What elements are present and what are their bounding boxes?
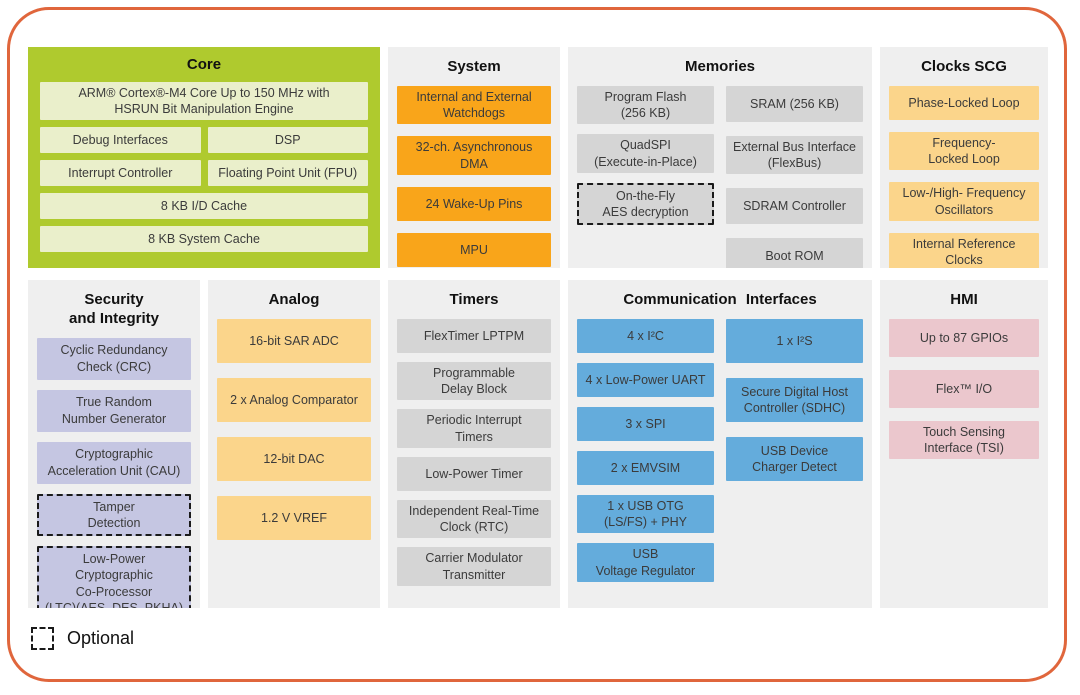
block-ltc-coprocessor: Low-Power Cryptographic Co-Processor (LT… <box>37 546 191 608</box>
block-sdram-controller: SDRAM Controller <box>726 188 863 225</box>
block-spi: 3 x SPI <box>577 406 714 441</box>
diagram-outer-border <box>7 7 1067 682</box>
security-stack: Cyclic Redundancy Check (CRC) True Rando… <box>37 337 191 608</box>
core-grid: Debug Interfaces DSP Interrupt Controlle… <box>40 127 368 187</box>
block-flextimer-lptpm: FlexTimer LPTPM <box>397 318 551 353</box>
block-mpu: MPU <box>397 232 551 267</box>
hmi-stack: Up to 87 GPIOs Flex™ I/O Touch Sensing I… <box>889 318 1039 460</box>
section-timers-title: Timers <box>449 291 499 308</box>
block-system-cache: 8 KB System Cache <box>40 226 368 253</box>
block-vref: 1.2 V VREF <box>217 495 371 540</box>
clocks-stack: Phase-Locked Loop Frequency- Locked Loop… <box>889 85 1039 268</box>
optional-dashed-box-icon <box>31 627 54 650</box>
section-timers: Timers FlexTimer LPTPM Programmable Dela… <box>388 280 560 608</box>
block-gpios: Up to 87 GPIOs <box>889 318 1039 357</box>
block-sdhc: Secure Digital Host Controller (SDHC) <box>726 377 863 422</box>
block-usb-device-charger-detect: USB Device Charger Detect <box>726 436 863 481</box>
memories-columns: Program Flash (256 KB) QuadSPI (Execute-… <box>577 85 863 268</box>
section-hmi: HMI Up to 87 GPIOs Flex™ I/O Touch Sensi… <box>880 280 1048 608</box>
block-tamper-detection: Tamper Detection <box>37 493 191 536</box>
block-emvsim: 2 x EMVSIM <box>577 450 714 485</box>
section-analog-title: Analog <box>268 291 320 308</box>
block-interrupt-controller: Interrupt Controller <box>40 160 201 187</box>
block-external-bus-interface: External Bus Interface (FlexBus) <box>726 135 863 175</box>
section-analog: Analog 16-bit SAR ADC 2 x Analog Compara… <box>208 280 380 608</box>
comm-right-stack: 1 x I²S Secure Digital Host Controller (… <box>726 318 863 598</box>
block-id-cache: 8 KB I/D Cache <box>40 193 368 220</box>
block-dac: 12-bit DAC <box>217 436 371 481</box>
block-sram: SRAM (256 KB) <box>726 85 863 122</box>
block-i2s: 1 x I²S <box>726 318 863 363</box>
block-tsi: Touch Sensing Interface (TSI) <box>889 420 1039 460</box>
analog-stack: 16-bit SAR ADC 2 x Analog Comparator 12-… <box>217 318 371 540</box>
timers-stack: FlexTimer LPTPM Programmable Delay Block… <box>397 318 551 586</box>
section-memories: Memories Program Flash (256 KB) QuadSPI … <box>568 47 872 268</box>
block-watchdogs: Internal and External Watchdogs <box>397 85 551 125</box>
section-communication-interfaces: Communication Interfaces 4 x I²C 4 x Low… <box>568 280 872 608</box>
block-boot-rom: Boot ROM <box>726 238 863 268</box>
section-clocks-scg: Clocks SCG Phase-Locked Loop Frequency- … <box>880 47 1048 268</box>
section-clocks-title: Clocks SCG <box>921 58 1007 75</box>
memories-left-stack: Program Flash (256 KB) QuadSPI (Execute-… <box>577 85 714 268</box>
block-diagram: Core ARM® Cortex®-M4 Core Up to 150 MHz … <box>28 47 1048 608</box>
section-system: System Internal and External Watchdogs 3… <box>388 47 560 268</box>
core-stack: ARM® Cortex®-M4 Core Up to 150 MHz with … <box>40 81 368 253</box>
block-analog-comparator: 2 x Analog Comparator <box>217 377 371 422</box>
comm-left-stack: 4 x I²C 4 x Low-Power UART 3 x SPI 2 x E… <box>577 318 714 598</box>
section-memories-title: Memories <box>684 58 756 75</box>
block-usb-otg-phy: 1 x USB OTG (LS/FS) + PHY <box>577 494 714 534</box>
block-otf-aes-decryption: On-the-Fly AES decryption <box>577 182 714 226</box>
block-programmable-delay-block: Programmable Delay Block <box>397 361 551 401</box>
block-cau: Cryptographic Acceleration Unit (CAU) <box>37 441 191 484</box>
block-debug-interfaces: Debug Interfaces <box>40 127 201 154</box>
section-system-title: System <box>447 58 501 75</box>
block-arm-cortex-m4-core: ARM® Cortex®-M4 Core Up to 150 MHz with … <box>40 81 368 121</box>
block-low-power-uart: 4 x Low-Power UART <box>577 362 714 397</box>
block-low-power-timer: Low-Power Timer <box>397 456 551 491</box>
block-flex-io: Flex™ I/O <box>889 369 1039 408</box>
section-security-integrity: Security and Integrity Cyclic Redundancy… <box>28 280 200 608</box>
block-crc: Cyclic Redundancy Check (CRC) <box>37 337 191 380</box>
block-sar-adc: 16-bit SAR ADC <box>217 318 371 363</box>
block-i2c: 4 x I²C <box>577 318 714 353</box>
block-rtc: Independent Real-Time Clock (RTC) <box>397 499 551 539</box>
block-pll: Phase-Locked Loop <box>889 85 1039 120</box>
section-core-title: Core <box>186 56 222 73</box>
block-wakeup-pins: 24 Wake-Up Pins <box>397 186 551 221</box>
block-quadspi: QuadSPI (Execute-in-Place) <box>577 134 714 173</box>
block-floating-point-unit: Floating Point Unit (FPU) <box>207 160 368 187</box>
system-stack: Internal and External Watchdogs 32-ch. A… <box>397 85 551 267</box>
block-carrier-modulator-transmitter: Carrier Modulator Transmitter <box>397 547 551 586</box>
block-internal-reference-clocks: Internal Reference Clocks <box>889 232 1039 268</box>
section-comm-title: Communication Interfaces <box>623 291 817 308</box>
block-usb-voltage-regulator: USB Voltage Regulator <box>577 543 714 582</box>
block-true-random-number-generator: True Random Number Generator <box>37 389 191 432</box>
legend-label: Optional <box>67 628 135 648</box>
legend: Optional <box>31 627 134 650</box>
block-oscillators: Low-/High- Frequency Oscillators <box>889 182 1039 221</box>
section-hmi-title: HMI <box>950 291 978 308</box>
block-fll: Frequency- Locked Loop <box>889 131 1039 171</box>
block-async-dma: 32-ch. Asynchronous DMA <box>397 136 551 175</box>
section-core: Core ARM® Cortex®-M4 Core Up to 150 MHz … <box>28 47 380 268</box>
section-security-title: Security and Integrity <box>68 291 159 327</box>
block-dsp: DSP <box>207 127 368 154</box>
memories-right-stack: SRAM (256 KB) External Bus Interface (Fl… <box>726 85 863 268</box>
block-periodic-interrupt-timers: Periodic Interrupt Timers <box>397 409 551 448</box>
comm-columns: 4 x I²C 4 x Low-Power UART 3 x SPI 2 x E… <box>577 318 863 598</box>
block-program-flash: Program Flash (256 KB) <box>577 85 714 125</box>
